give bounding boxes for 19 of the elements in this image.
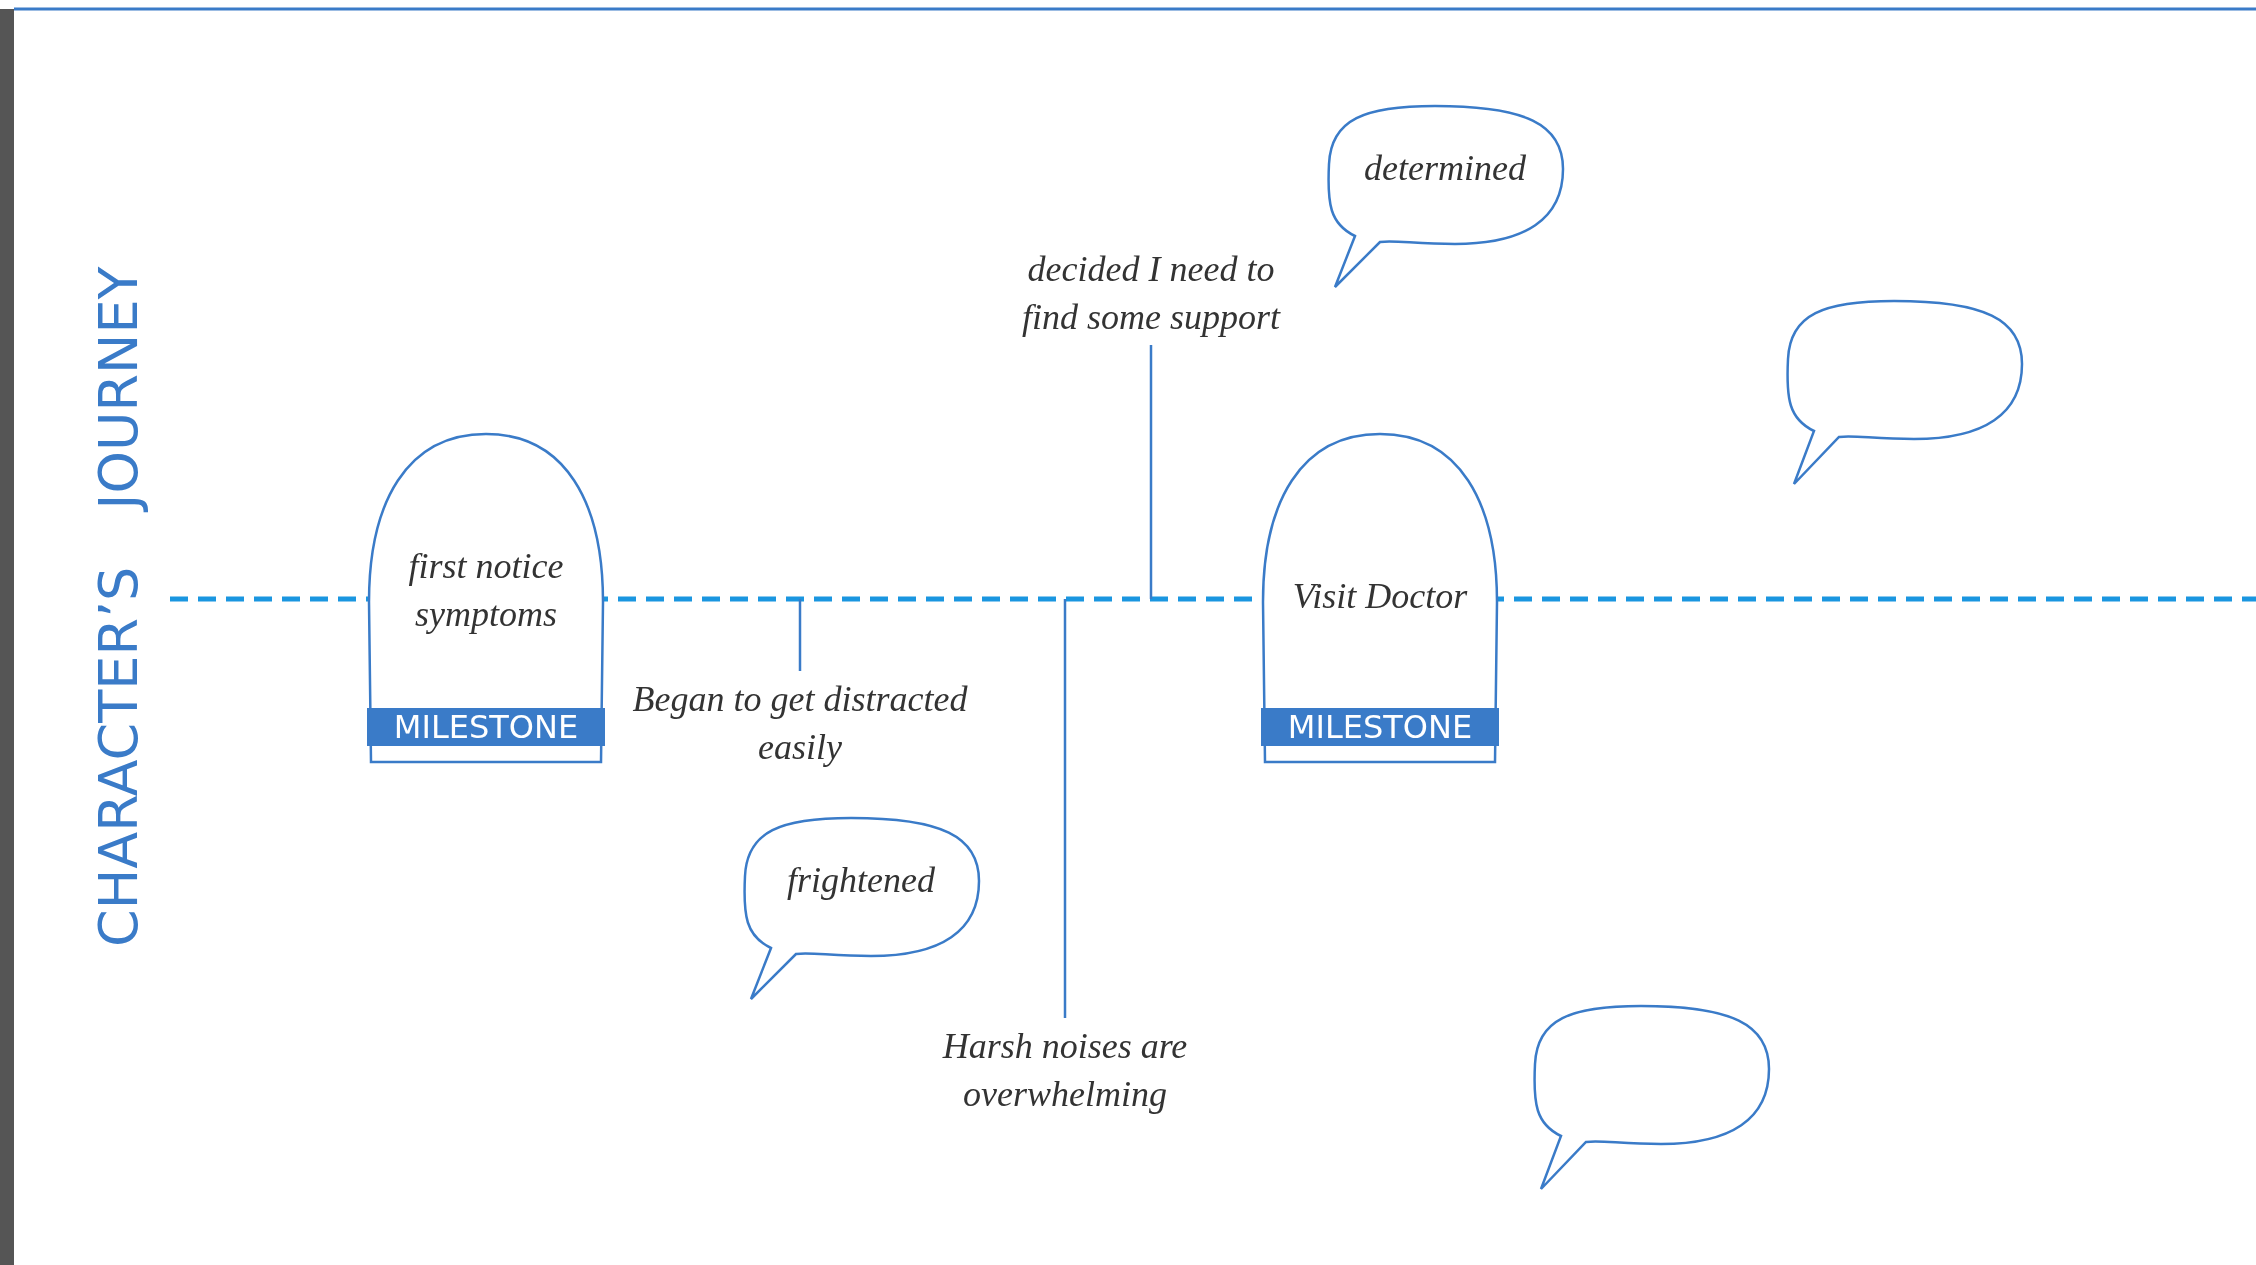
- bubble-text: frightened: [786, 859, 936, 902]
- milestone-marker: [1261, 432, 1499, 766]
- note-text: Began to get distracted easily: [630, 675, 970, 771]
- vertical-title: CHARACTER’S JOURNEY: [88, 265, 150, 950]
- speech-bubble: [1531, 1004, 1771, 1192]
- leader-line: [1063, 599, 1067, 1018]
- leader-line: [798, 599, 802, 671]
- speech-bubble: [741, 816, 981, 1002]
- speech-bubble: [1784, 299, 2024, 487]
- note-text: Harsh noises are overwhelming: [900, 1022, 1230, 1118]
- milestone-text: Visit Doctor: [1291, 575, 1469, 618]
- milestone-marker: [367, 432, 605, 766]
- speech-bubble: [1325, 104, 1565, 290]
- milestone-banner: MILESTONE: [1261, 708, 1499, 746]
- note-text: decided I need to find some support: [1010, 245, 1292, 341]
- milestone-text: first notice symptoms: [407, 545, 565, 636]
- bubble-text: determined: [1363, 147, 1527, 190]
- leader-line: [1149, 345, 1153, 599]
- milestone-banner: MILESTONE: [367, 708, 605, 746]
